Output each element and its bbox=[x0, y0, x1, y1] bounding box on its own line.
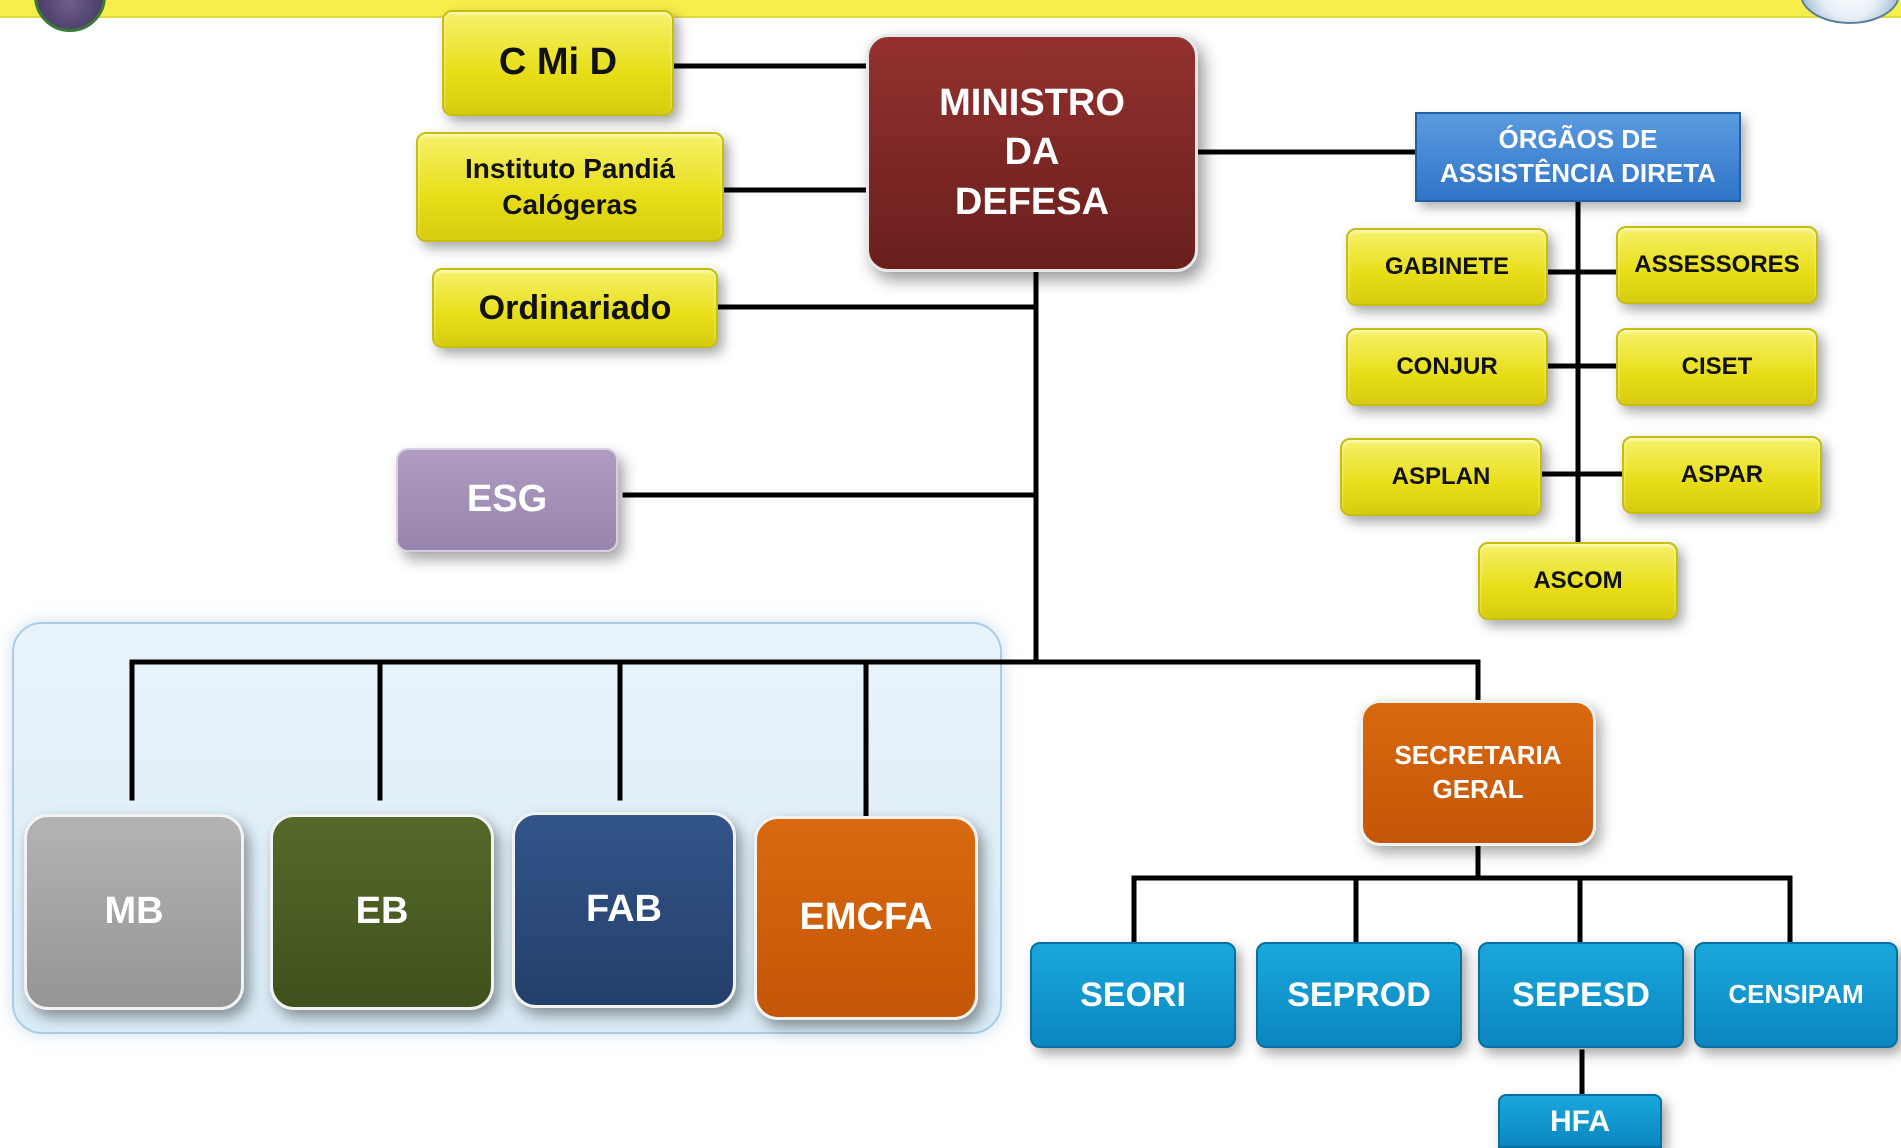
aspar-box[interactable]: ASPAR bbox=[1622, 436, 1822, 514]
ministro-da-defesa-box[interactable]: MINISTRO DA DEFESA bbox=[866, 34, 1198, 272]
ascom-box[interactable]: ASCOM bbox=[1478, 542, 1678, 620]
orgaos-assistencia-direta-box[interactable]: ÓRGÃOS DE ASSISTÊNCIA DIRETA bbox=[1415, 112, 1741, 202]
cmid-box[interactable]: C Mi D bbox=[442, 10, 674, 116]
asplan-box[interactable]: ASPLAN bbox=[1340, 438, 1542, 516]
ciset-box[interactable]: CISET bbox=[1616, 328, 1818, 406]
hfa-box[interactable]: HFA bbox=[1498, 1094, 1662, 1148]
sepesd-box[interactable]: SEPESD bbox=[1478, 942, 1684, 1048]
esg-box[interactable]: ESG bbox=[396, 448, 618, 552]
emcfa-box[interactable]: EMCFA bbox=[754, 816, 978, 1020]
censipam-box[interactable]: CENSIPAM bbox=[1694, 942, 1898, 1048]
seori-box[interactable]: SEORI bbox=[1030, 942, 1236, 1048]
secretaria-geral-box[interactable]: SECRETARIA GERAL bbox=[1360, 700, 1596, 846]
eb-box[interactable]: EB bbox=[270, 814, 494, 1010]
ordinariado-box[interactable]: Ordinariado bbox=[432, 268, 718, 348]
seprod-box[interactable]: SEPROD bbox=[1256, 942, 1462, 1048]
instituto-pandia-calogeras-box[interactable]: Instituto Pandiá Calógeras bbox=[416, 132, 724, 242]
conjur-box[interactable]: CONJUR bbox=[1346, 328, 1548, 406]
gabinete-box[interactable]: GABINETE bbox=[1346, 228, 1548, 306]
mb-box[interactable]: MB bbox=[24, 814, 244, 1010]
fab-box[interactable]: FAB bbox=[512, 812, 736, 1008]
assessores-box[interactable]: ASSESSORES bbox=[1616, 226, 1818, 304]
